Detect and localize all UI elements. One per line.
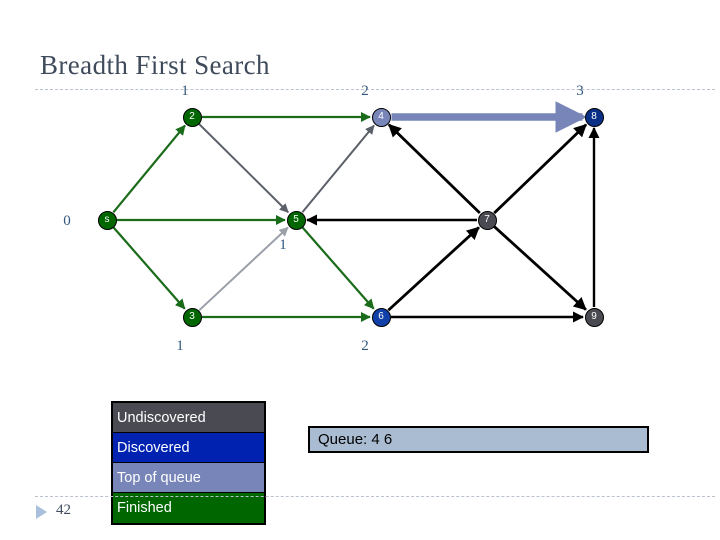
graph-node-6: 6: [371, 307, 391, 327]
legend-row: Undiscovered: [113, 403, 264, 433]
graph-node-label: 4: [378, 110, 384, 122]
graph-node-label: 9: [591, 310, 597, 322]
graph-node-label: 3: [189, 310, 195, 322]
graph-node-label: s: [104, 213, 110, 225]
graph-edge: [301, 124, 375, 213]
graph-edge: [387, 123, 481, 215]
legend-row: Top of queue: [113, 463, 264, 493]
level-label: 0: [63, 213, 71, 229]
graph-edge: [493, 123, 588, 215]
graph-edge: [387, 226, 480, 312]
graph-edge: [198, 123, 289, 213]
graph-node-label: 8: [591, 110, 597, 122]
graph-edge: [301, 226, 375, 310]
graph-node-s: s: [97, 210, 117, 230]
distance-label: 2: [361, 338, 369, 354]
graph-node-7: 7: [477, 210, 497, 230]
graph-node-8: 8: [584, 107, 604, 127]
top-divider: [35, 89, 715, 90]
queue-status: Queue: 4 6: [308, 426, 649, 453]
slide-number: 42: [56, 502, 71, 518]
triangle-icon: [36, 505, 47, 519]
level-label: 2: [361, 83, 369, 99]
graph-node-label: 5: [293, 213, 299, 225]
legend-row: Discovered: [113, 433, 264, 463]
level-label: 1: [181, 83, 189, 99]
graph-edge: [112, 226, 186, 310]
graph-node-label: 6: [378, 310, 384, 322]
graph-node-5: 5: [286, 210, 306, 230]
graph-node-2: 2: [182, 107, 202, 127]
graph-edge: [112, 124, 186, 213]
legend-row: Finished: [113, 493, 264, 523]
distance-label: 1: [279, 237, 287, 253]
level-label: 3: [576, 83, 584, 99]
bottom-divider: [35, 496, 715, 497]
graph-edge: [493, 225, 587, 311]
page-title: Breadth First Search: [40, 50, 270, 80]
graph-node-label: 2: [189, 110, 195, 122]
distance-label: 1: [176, 338, 184, 354]
graph-node-9: 9: [584, 307, 604, 327]
graph-node-3: 3: [182, 307, 202, 327]
graph-node-label: 7: [484, 213, 490, 225]
graph-node-4: 4: [371, 107, 391, 127]
